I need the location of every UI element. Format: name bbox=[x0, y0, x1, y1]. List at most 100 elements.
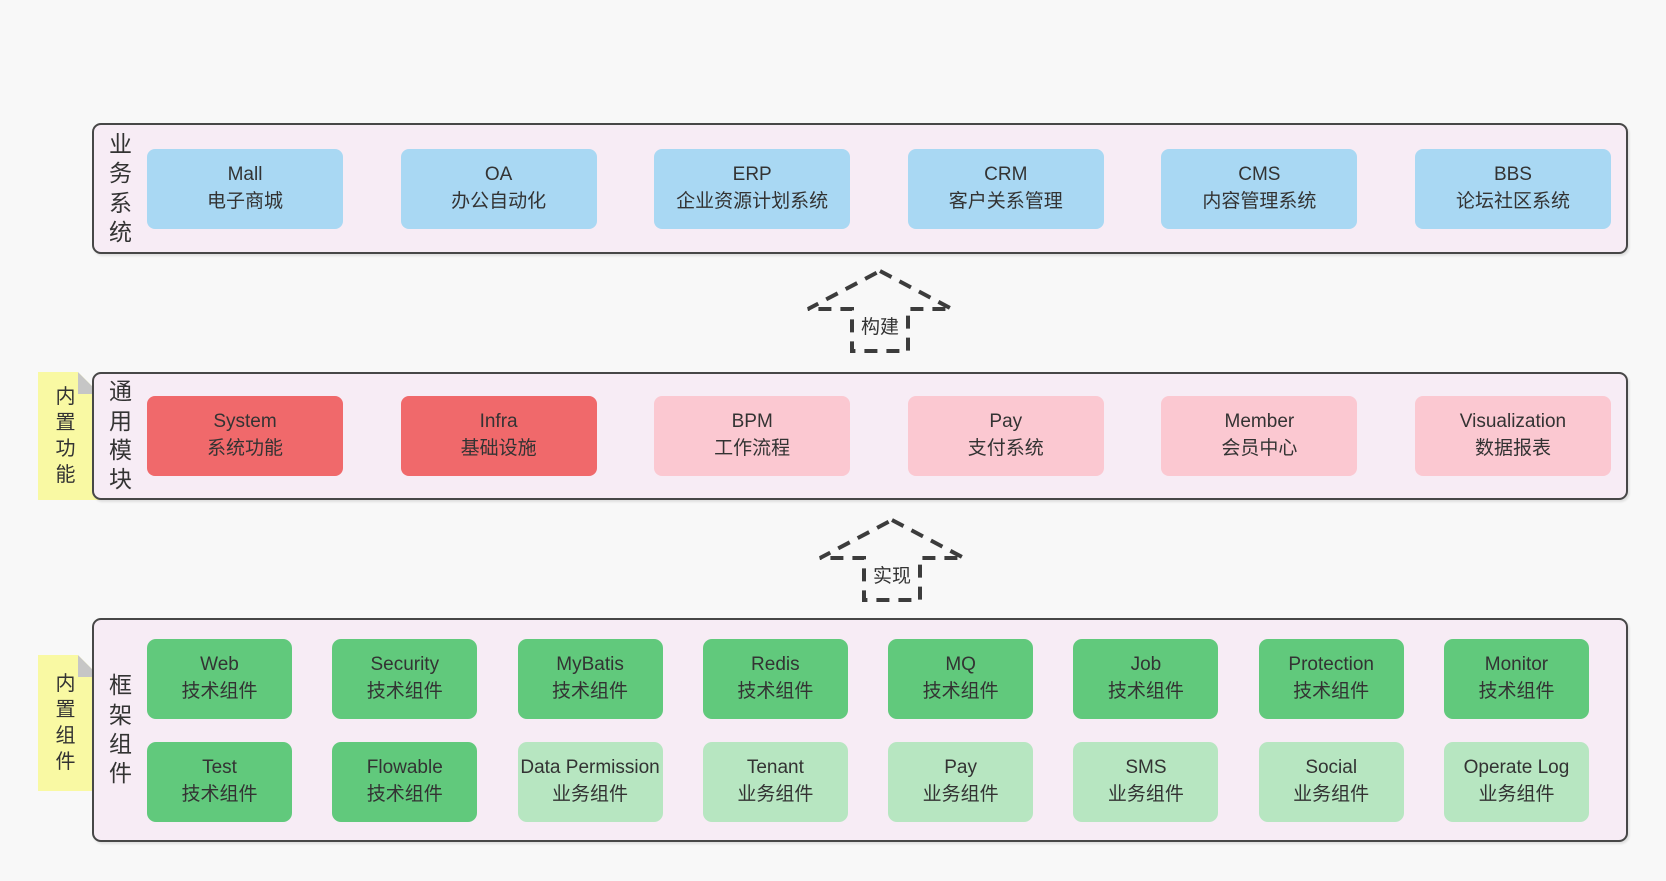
sticky-note-label: 内置功能 bbox=[55, 386, 76, 486]
box-title: System bbox=[213, 411, 277, 433]
box-cms: CMS 内容管理系统 bbox=[1161, 148, 1358, 229]
box-title: ERP bbox=[732, 163, 772, 185]
box-title: Flowable bbox=[366, 756, 443, 778]
box-redis: Redis 技术组件 bbox=[702, 638, 848, 719]
box-title: Tenant bbox=[746, 756, 804, 778]
box-security: Security 技术组件 bbox=[332, 638, 478, 719]
box-title: Mall bbox=[227, 163, 263, 185]
box-subtitle: 内容管理系统 bbox=[1202, 190, 1317, 212]
box-protection: Protection 技术组件 bbox=[1258, 638, 1404, 719]
box-subtitle: 论坛社区系统 bbox=[1455, 190, 1570, 212]
box-subtitle: 工作流程 bbox=[714, 438, 791, 459]
box-subtitle: 电子商城 bbox=[206, 190, 283, 212]
box-subtitle: 数据报表 bbox=[1474, 438, 1551, 459]
box-subtitle: 系统功能 bbox=[206, 438, 283, 459]
box-subtitle: 会员中心 bbox=[1221, 438, 1298, 459]
box-subtitle: 技术组件 bbox=[1478, 680, 1555, 702]
box-subtitle: 技术组件 bbox=[1293, 680, 1370, 702]
box-subtitle: 技术组件 bbox=[552, 680, 629, 702]
sticky-note-builtin-features: 内置功能 bbox=[38, 372, 100, 500]
box-subtitle: 业务组件 bbox=[737, 783, 814, 805]
layer-label-modules: 通用模块 bbox=[94, 374, 147, 498]
box-subtitle: 业务组件 bbox=[1107, 783, 1184, 805]
box-title: OA bbox=[484, 163, 513, 185]
arrow-up-dashed-icon bbox=[819, 517, 965, 602]
arrow-label: 实现 bbox=[870, 561, 914, 588]
layer-label-business: 业务系统 bbox=[94, 125, 147, 252]
box-title: CMS bbox=[1238, 163, 1281, 185]
box-infra: Infra 基础设施 bbox=[400, 396, 597, 476]
box-subtitle: 业务组件 bbox=[1478, 783, 1555, 805]
box-job: Job 技术组件 bbox=[1073, 638, 1219, 719]
layer-business-systems: 业务系统 Mall 电子商城 OA 办公自动化 ERP 企业资源计划系统 CRM… bbox=[92, 123, 1628, 254]
box-title: Test bbox=[202, 756, 237, 778]
business-box-row: Mall 电子商城 OA 办公自动化 ERP 企业资源计划系统 CRM 客户关系… bbox=[147, 125, 1626, 252]
box-visualization: Visualization 数据报表 bbox=[1414, 396, 1611, 476]
layer-common-modules: 通用模块 System 系统功能 Infra 基础设施 BPM 工作流程 Pay… bbox=[92, 372, 1628, 500]
box-monitor: Monitor 技术组件 bbox=[1443, 638, 1589, 719]
box-bbs: BBS 论坛社区系统 bbox=[1414, 148, 1611, 229]
box-subtitle: 业务组件 bbox=[1293, 783, 1370, 805]
box-subtitle: 技术组件 bbox=[366, 680, 443, 702]
box-subtitle: 企业资源计划系统 bbox=[676, 190, 829, 212]
box-subtitle: 业务组件 bbox=[922, 783, 999, 805]
box-oa: OA 办公自动化 bbox=[400, 148, 597, 229]
box-subtitle: 基础设施 bbox=[460, 438, 537, 459]
build-arrow: 构建 bbox=[805, 268, 955, 354]
box-erp: ERP 企业资源计划系统 bbox=[654, 148, 851, 229]
box-title: SMS bbox=[1125, 756, 1167, 778]
box-tenant: Tenant 业务组件 bbox=[702, 741, 848, 822]
box-title: BBS bbox=[1493, 163, 1532, 185]
box-subtitle: 办公自动化 bbox=[451, 190, 547, 212]
box-title: Social bbox=[1305, 756, 1358, 778]
arrow-up-dashed-icon bbox=[807, 268, 953, 353]
component-box-row-2: Test 技术组件 Flowable 技术组件 Data Permission … bbox=[147, 741, 1589, 822]
box-subtitle: 业务组件 bbox=[552, 783, 629, 805]
box-subtitle: 客户关系管理 bbox=[948, 190, 1063, 212]
box-subtitle: 技术组件 bbox=[181, 783, 258, 805]
box-web: Web 技术组件 bbox=[147, 638, 292, 719]
box-crm: CRM 客户关系管理 bbox=[907, 148, 1104, 229]
box-title: Operate Log bbox=[1463, 756, 1570, 778]
box-member: Member 会员中心 bbox=[1161, 396, 1358, 476]
box-mq: MQ 技术组件 bbox=[888, 638, 1034, 719]
box-title: Pay bbox=[944, 756, 977, 778]
layer-label-text: 框架组件 bbox=[108, 672, 132, 787]
box-operate-log: Operate Log 业务组件 bbox=[1443, 741, 1589, 822]
box-data-permission: Data Permission 业务组件 bbox=[517, 741, 663, 822]
box-title: MQ bbox=[945, 653, 976, 675]
box-system: System 系统功能 bbox=[147, 396, 343, 476]
layer-label-components: 框架组件 bbox=[94, 620, 147, 840]
implement-arrow: 实现 bbox=[817, 517, 967, 603]
box-mall: Mall 电子商城 bbox=[147, 148, 343, 229]
box-subtitle: 技术组件 bbox=[181, 680, 258, 702]
box-title: MyBatis bbox=[556, 653, 624, 675]
box-pay-system: Pay 支付系统 bbox=[907, 396, 1104, 476]
module-box-row: System 系统功能 Infra 基础设施 BPM 工作流程 Pay 支付系统… bbox=[147, 374, 1626, 498]
sticky-note-label: 内置组件 bbox=[55, 673, 76, 773]
box-title: Protection bbox=[1288, 653, 1374, 675]
box-subtitle: 技术组件 bbox=[737, 680, 814, 702]
box-title: Redis bbox=[751, 653, 800, 675]
box-mybatis: MyBatis 技术组件 bbox=[517, 638, 663, 719]
box-title: Data Permission bbox=[520, 756, 660, 778]
arrow-label: 构建 bbox=[858, 312, 902, 339]
box-title: Web bbox=[200, 653, 239, 675]
box-flowable: Flowable 技术组件 bbox=[332, 741, 478, 822]
box-bpm: BPM 工作流程 bbox=[654, 396, 851, 476]
box-title: Security bbox=[370, 653, 440, 675]
component-box-rows: Web 技术组件 Security 技术组件 MyBatis 技术组件 Redi… bbox=[147, 620, 1626, 840]
box-title: Infra bbox=[479, 411, 518, 433]
box-title: Visualization bbox=[1459, 411, 1567, 433]
box-social: Social 业务组件 bbox=[1258, 741, 1404, 822]
box-subtitle: 支付系统 bbox=[967, 438, 1044, 459]
layer-label-text: 通用模块 bbox=[108, 378, 132, 493]
component-box-row-1: Web 技术组件 Security 技术组件 MyBatis 技术组件 Redi… bbox=[147, 638, 1589, 719]
box-title: Member bbox=[1224, 411, 1295, 433]
box-title: Monitor bbox=[1484, 653, 1549, 675]
box-title: Pay bbox=[989, 411, 1023, 433]
box-pay-component: Pay 业务组件 bbox=[888, 741, 1034, 822]
box-title: CRM bbox=[984, 163, 1028, 185]
layer-label-text: 业务系统 bbox=[108, 130, 132, 245]
